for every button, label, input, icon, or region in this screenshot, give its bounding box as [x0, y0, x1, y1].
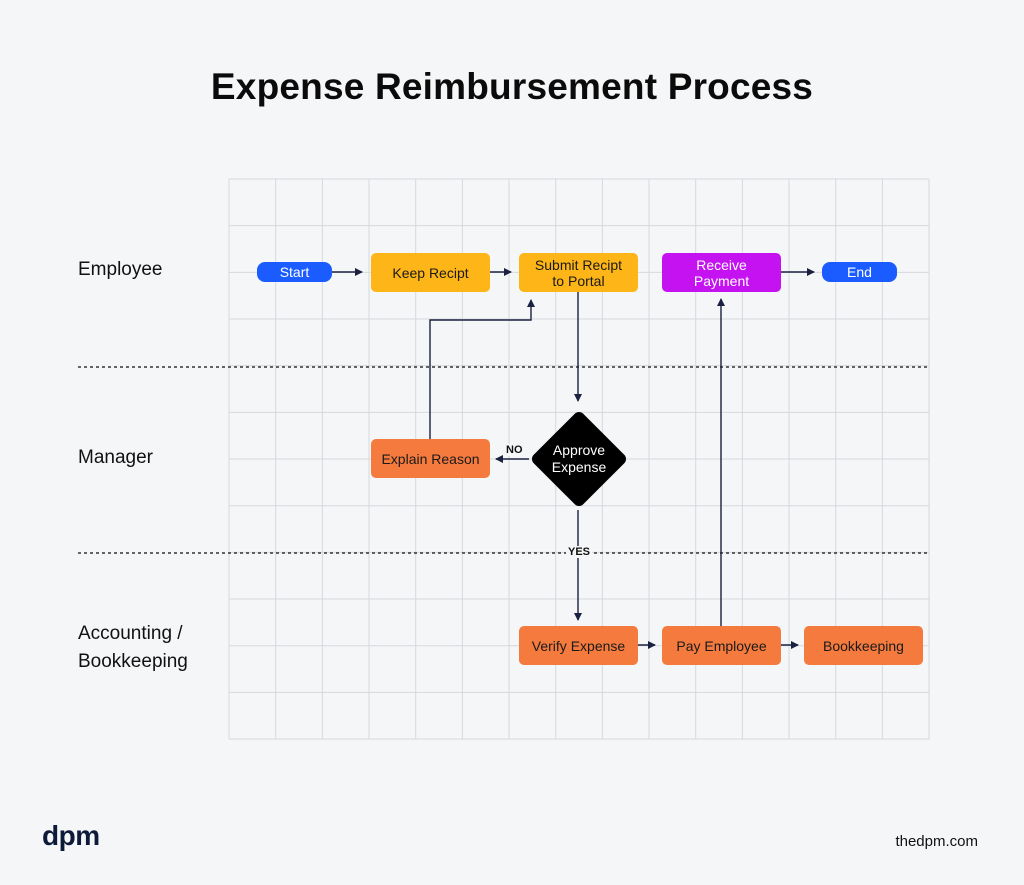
explain-reason-label: Explain Reason: [381, 450, 480, 467]
swimlane-dividers: [78, 366, 928, 554]
submit-receipt-node: Submit Recipt to Portal: [519, 253, 638, 292]
lane-label-accounting: Accounting /: [78, 623, 183, 644]
start-label: Start: [279, 264, 310, 280]
approve-expense-text: Approve Expense: [529, 409, 629, 509]
end-label: End: [847, 264, 872, 280]
submit-receipt-label-line2: to Portal: [552, 272, 605, 289]
dpm-logo: dpm: [42, 820, 100, 851]
explain-reason-node: Explain Reason: [371, 439, 490, 478]
diagram-title: Expense Reimbursement Process: [210, 66, 814, 107]
bookkeeping-label: Bookkeeping: [823, 637, 904, 654]
edge-label-yes: YES: [566, 546, 593, 558]
keep-receipt-label: Keep Recipt: [392, 264, 469, 281]
lane-label-employee: Employee: [78, 259, 163, 280]
pay-employee-label: Pay Employee: [676, 637, 767, 654]
verify-expense-node: Verify Expense: [519, 626, 638, 665]
approve-expense-decision: Approve Expense: [529, 409, 629, 509]
pay-employee-node: Pay Employee: [662, 626, 781, 665]
edge-label-no: NO: [504, 444, 525, 456]
start-node: Start: [257, 262, 332, 282]
lane-label-manager: Manager: [78, 447, 153, 468]
approve-expense-label-line1: Approve: [552, 442, 606, 458]
end-node: End: [822, 262, 897, 282]
lane-label-bookkeeping: Bookkeeping: [78, 651, 188, 672]
receive-payment-node: Receive Payment: [662, 253, 781, 292]
receive-payment-label-line1: Receive: [696, 256, 747, 273]
bookkeeping-node: Bookkeeping: [804, 626, 923, 665]
submit-receipt-label-line1: Submit Recipt: [534, 256, 623, 273]
website-url: thedpm.com: [895, 833, 978, 850]
receive-payment-label-line2: Payment: [693, 272, 750, 289]
arrow-explain-to-submit: [429, 299, 535, 439]
keep-receipt-node: Keep Recipt: [371, 253, 490, 292]
connector-arrows: [332, 268, 815, 649]
verify-expense-label: Verify Expense: [531, 637, 626, 654]
approve-expense-label-line2: Expense: [551, 459, 607, 475]
